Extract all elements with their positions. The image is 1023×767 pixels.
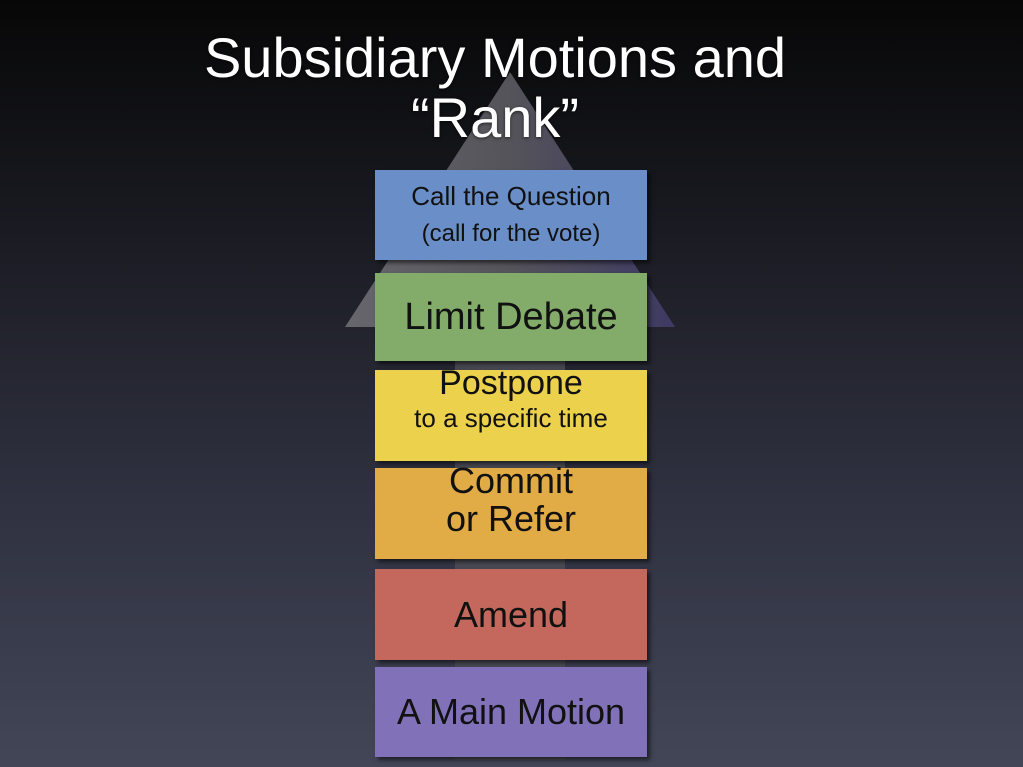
amend-label: Amend [453, 593, 569, 635]
commit-label: Commit [449, 460, 573, 501]
postpone-label: Postpone [439, 364, 583, 402]
title-line-1: Subsidiary Motions and [203, 26, 787, 89]
postpone-box: Postpone to a specific time [375, 364, 647, 461]
title-line-2: “Rank” [410, 86, 580, 149]
postpone-sublabel: to a specific time [414, 403, 608, 433]
limit-debate-box: Limit Debate [375, 273, 647, 361]
call-the-question-label: Call the Question [411, 181, 611, 211]
or-refer-label: or Refer [445, 498, 577, 539]
main-motion-label: A Main Motion [396, 691, 626, 732]
amend-box: Amend [375, 569, 647, 660]
limit-debate-label: Limit Debate [404, 295, 618, 338]
main-motion-box: A Main Motion [375, 667, 647, 757]
page-title: Subsidiary Motions and “Rank” [140, 28, 850, 148]
call-the-question-sublabel: (call for the vote) [421, 220, 601, 247]
call-the-question-box: Call the Question (call for the vote) [375, 170, 647, 260]
commit-or-refer-box: Commit or Refer [375, 462, 647, 559]
